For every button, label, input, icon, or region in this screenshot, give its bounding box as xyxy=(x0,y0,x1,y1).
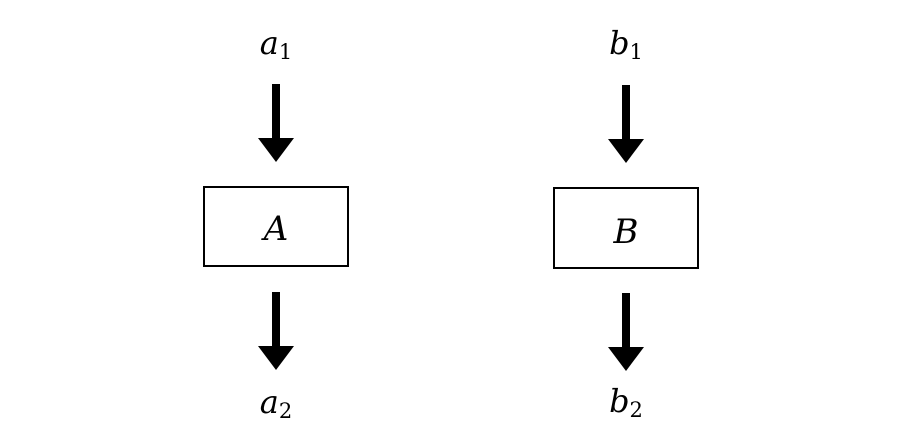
block-a-label: A xyxy=(261,209,289,249)
input-label-b1: b1 xyxy=(609,24,643,64)
system-b: b1 B b2 xyxy=(553,24,699,422)
output-arrow-a xyxy=(258,292,294,370)
output-label-a2: a2 xyxy=(260,383,292,423)
input-arrow-a xyxy=(258,84,294,162)
output-arrow-b xyxy=(608,293,644,371)
block-b-label: B xyxy=(613,212,639,252)
input-arrow-b xyxy=(608,85,644,163)
block-a xyxy=(203,186,349,267)
output-label-b2: b2 xyxy=(609,382,643,422)
system-a: a1 A a2 xyxy=(203,24,349,423)
input-label-a1: a1 xyxy=(260,24,292,64)
block-b xyxy=(553,187,699,269)
